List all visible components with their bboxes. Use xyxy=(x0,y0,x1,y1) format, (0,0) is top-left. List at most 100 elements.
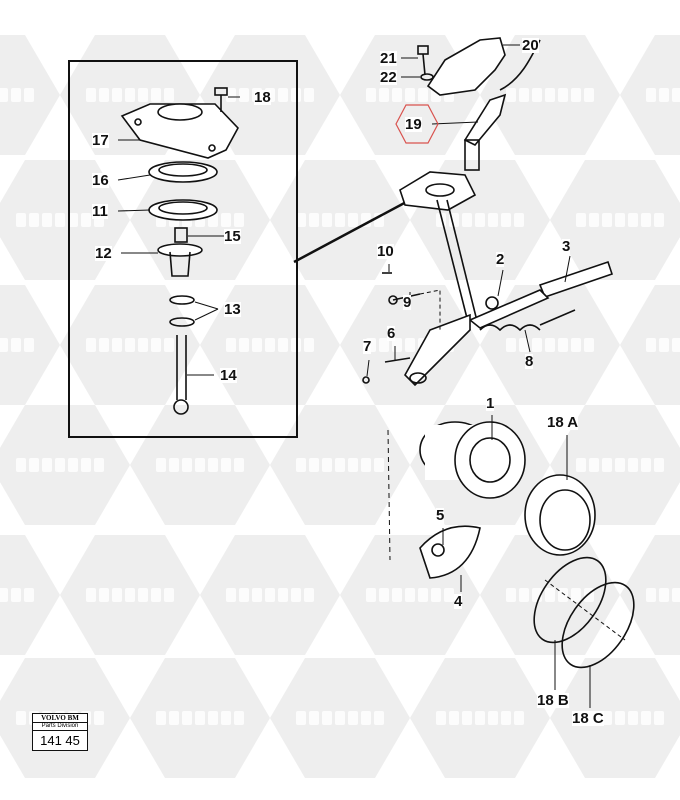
watermark-letter-mark xyxy=(641,213,651,227)
watermark-letter-mark xyxy=(81,213,91,227)
watermark-letter-mark xyxy=(449,711,459,725)
watermark-letter-mark xyxy=(164,338,174,352)
detail-inset-frame xyxy=(68,60,298,438)
watermark-letter-mark xyxy=(405,88,415,102)
watermark-tile xyxy=(550,160,680,280)
watermark-tile xyxy=(0,535,60,655)
callout-6: 6 xyxy=(387,325,396,342)
watermark-tile xyxy=(0,405,130,525)
watermark-letter-mark xyxy=(304,588,314,602)
watermark-letter-mark xyxy=(221,213,231,227)
watermark-letter-mark xyxy=(0,88,8,102)
callout-18c: 18 C xyxy=(572,710,604,727)
watermark-letter-mark xyxy=(86,588,96,602)
watermark-letter-mark xyxy=(94,711,104,725)
watermark-letter-mark xyxy=(125,88,135,102)
watermark-letter-mark xyxy=(514,711,524,725)
watermark-letter-mark xyxy=(348,458,358,472)
watermark-letter-mark xyxy=(519,588,529,602)
watermark-letter-mark xyxy=(24,88,34,102)
watermark-letter-mark xyxy=(322,213,332,227)
watermark-letter-mark xyxy=(379,338,389,352)
watermark-tile xyxy=(480,285,620,405)
part-13-washers xyxy=(169,295,195,327)
watermark-letter-mark xyxy=(475,213,485,227)
part-8-springs xyxy=(479,309,576,332)
watermark-letter-mark xyxy=(151,338,161,352)
watermark-tile xyxy=(130,405,270,525)
part-18a-gear xyxy=(524,474,596,556)
watermark-letter-mark xyxy=(602,213,612,227)
watermark-letter-mark xyxy=(672,88,680,102)
watermark-letter-mark xyxy=(405,588,415,602)
inset-leader xyxy=(293,198,411,264)
watermark-letter-mark xyxy=(659,338,669,352)
watermark-letter-mark xyxy=(278,88,288,102)
callout-9: 9 xyxy=(403,294,412,311)
watermark-letter-mark xyxy=(366,588,376,602)
part-17-plate xyxy=(120,103,239,159)
watermark-letter-mark xyxy=(405,338,415,352)
watermark-letter-mark xyxy=(265,338,275,352)
part-12-ball xyxy=(157,243,203,277)
watermark-letter-mark xyxy=(156,458,166,472)
callout-3: 3 xyxy=(562,238,571,255)
watermark-letter-mark xyxy=(348,711,358,725)
watermark-letter-mark xyxy=(252,338,262,352)
watermark-letter-mark xyxy=(646,338,656,352)
watermark-letter-mark xyxy=(628,213,638,227)
watermark-letter-mark xyxy=(571,338,581,352)
watermark-letter-mark xyxy=(641,711,651,725)
watermark-letter-mark xyxy=(99,88,109,102)
watermark-letter-mark xyxy=(278,588,288,602)
watermark-letter-mark xyxy=(361,711,371,725)
watermark-letter-mark xyxy=(0,338,8,352)
watermark-letter-mark xyxy=(234,213,244,227)
watermark-letter-mark xyxy=(628,458,638,472)
watermark-letter-mark xyxy=(0,588,8,602)
callout-15: 15 xyxy=(224,228,241,245)
callout-18b: 18 B xyxy=(537,692,569,709)
watermark-letter-mark xyxy=(659,588,669,602)
watermark-letter-mark xyxy=(646,588,656,602)
watermark-letter-mark xyxy=(519,88,529,102)
watermark-letter-mark xyxy=(584,338,594,352)
volvo-parts-badge: VOLVO BM Parts Division 141 45 xyxy=(32,713,88,751)
watermark-letter-mark xyxy=(296,711,306,725)
watermark-letter-mark xyxy=(239,588,249,602)
part-21-bolt xyxy=(417,45,429,76)
watermark-letter-mark xyxy=(519,338,529,352)
watermark-letter-mark xyxy=(571,88,581,102)
watermark-letter-mark xyxy=(545,588,555,602)
part-1-sleeve xyxy=(419,421,526,499)
watermark-letter-mark xyxy=(125,588,135,602)
part-16-seal xyxy=(148,161,218,183)
watermark-letter-mark xyxy=(112,588,122,602)
watermark-letter-mark xyxy=(226,588,236,602)
watermark-letter-mark xyxy=(475,711,485,725)
part-19-bracket xyxy=(463,93,507,171)
highlight-hexagon xyxy=(395,104,439,144)
callout-1: 1 xyxy=(486,395,495,412)
watermark-letter-mark xyxy=(24,338,34,352)
watermark-letter-mark xyxy=(532,338,542,352)
callout-19: 19 xyxy=(405,116,422,133)
watermark-letter-mark xyxy=(462,711,472,725)
watermark-letter-mark xyxy=(488,711,498,725)
watermark-letter-mark xyxy=(156,711,166,725)
watermark-letter-mark xyxy=(615,213,625,227)
watermark-tile xyxy=(130,658,270,778)
watermark-letter-mark xyxy=(68,213,78,227)
watermark-letter-mark xyxy=(125,338,135,352)
watermark-letter-mark xyxy=(296,213,306,227)
watermark-letter-mark xyxy=(112,88,122,102)
part-2-lever xyxy=(468,289,550,329)
watermark-letter-mark xyxy=(641,458,651,472)
watermark-letter-mark xyxy=(11,88,21,102)
part-18b-ring xyxy=(533,556,607,644)
watermark-letter-mark xyxy=(654,711,664,725)
watermark-letter-mark xyxy=(646,88,656,102)
watermark-letter-mark xyxy=(628,711,638,725)
